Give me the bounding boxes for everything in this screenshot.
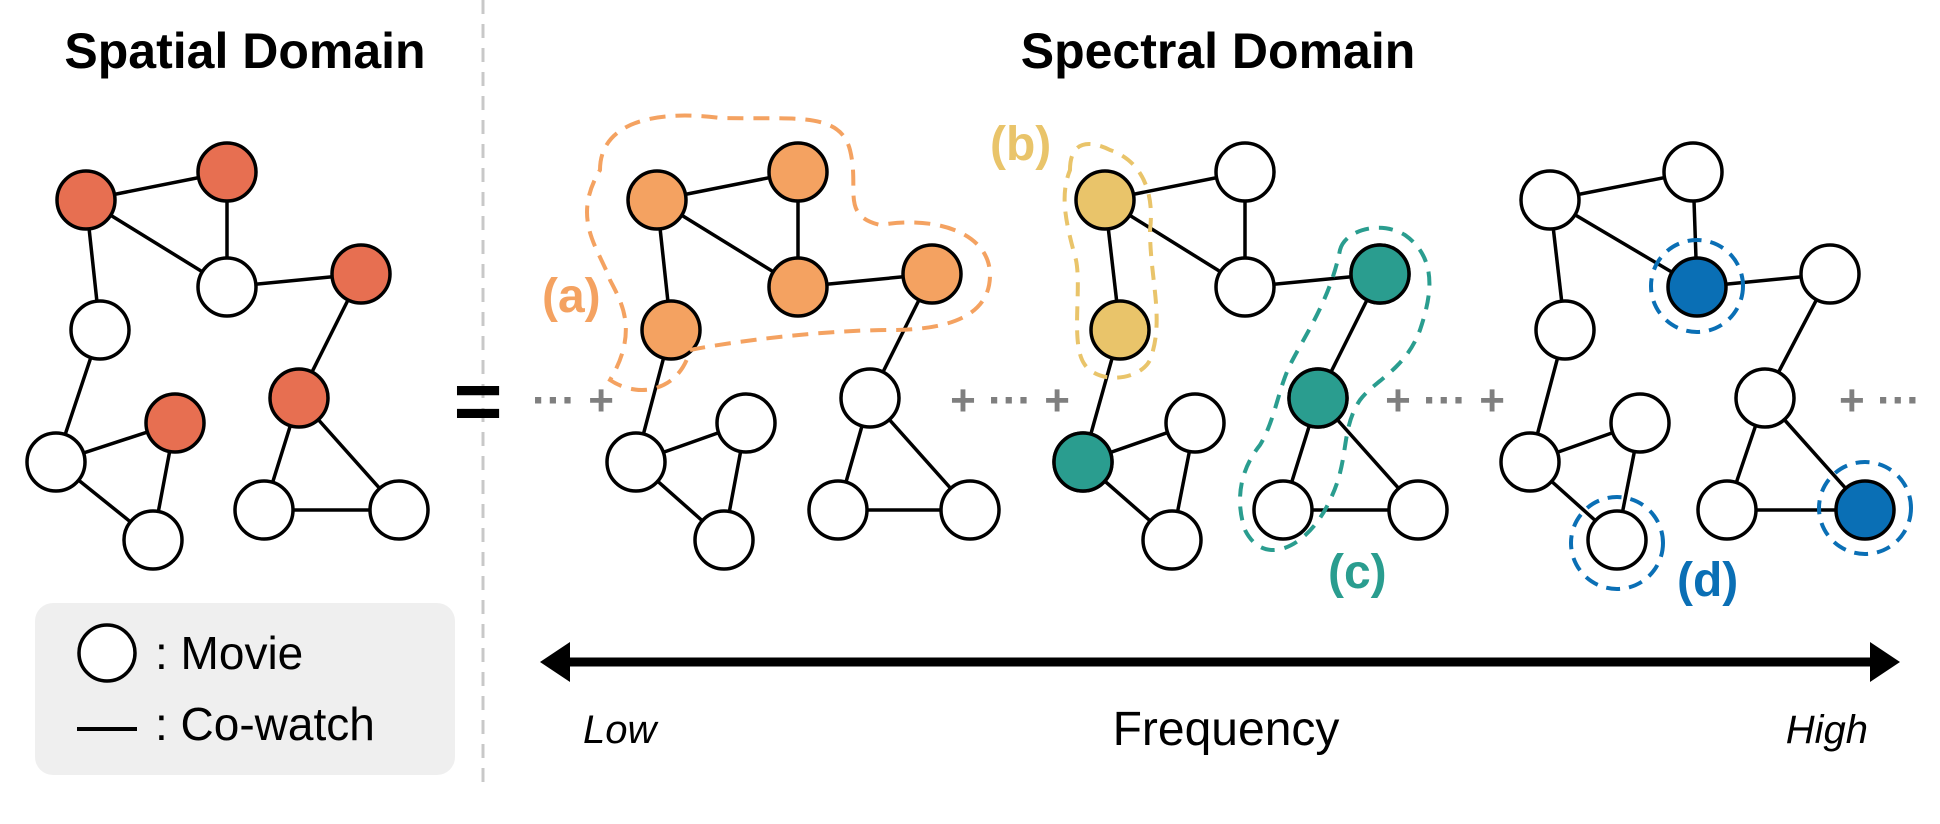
movie-node — [807, 479, 869, 541]
movie-node — [1214, 256, 1276, 318]
component-b-graph — [1052, 141, 1449, 571]
movie-node — [1499, 431, 1561, 493]
operator-4: + ··· — [1839, 376, 1921, 425]
movie-node — [839, 367, 901, 429]
component-a-graph — [605, 141, 1001, 571]
legend-movie-label: : Movie — [155, 627, 303, 679]
movie-node — [1387, 479, 1449, 541]
movie-node — [1534, 299, 1596, 361]
legend-box — [35, 603, 455, 775]
highlighted-movie-node — [767, 141, 829, 203]
movie-node — [693, 509, 755, 571]
movie-node — [605, 431, 667, 493]
frequency-low-label: Low — [583, 708, 659, 752]
component-d-ring-3 — [1817, 460, 1913, 556]
graphs-layer — [25, 141, 1896, 571]
frequency-axis-right-arrow — [1870, 642, 1900, 682]
spectral-domain-title: Spectral Domain — [1021, 23, 1416, 79]
movie-node — [1214, 141, 1276, 203]
legend-cowatch-label: : Co-watch — [155, 698, 375, 750]
movie-node — [1141, 509, 1203, 571]
movie-node — [1696, 479, 1758, 541]
movie-node — [233, 479, 295, 541]
highlighted-movie-node — [1834, 479, 1896, 541]
highlighted-movie-node — [640, 299, 702, 361]
highlighted-movie-node — [1052, 431, 1114, 493]
movie-node — [1734, 367, 1796, 429]
highlighted-movie-node — [196, 141, 258, 203]
highlighted-movie-node — [55, 169, 117, 231]
highlighted-movie-node — [626, 169, 688, 231]
spatial-graph — [25, 141, 430, 571]
tag-c: (c) — [1328, 546, 1387, 599]
highlighted-movie-node — [1089, 299, 1151, 361]
movie-node — [122, 509, 184, 571]
highlighted-movie-node — [1074, 169, 1136, 231]
highlighted-movie-node — [901, 243, 963, 305]
component-c-graph — [1052, 243, 1411, 493]
legend-movie-icon — [77, 623, 137, 683]
highlighted-movie-node — [268, 367, 330, 429]
movie-node — [1519, 169, 1581, 231]
tag-d: (d) — [1677, 554, 1738, 607]
movie-node — [368, 479, 430, 541]
movie-node — [1609, 392, 1671, 454]
movie-node — [1662, 141, 1724, 203]
movie-node — [1252, 479, 1314, 541]
operator-1: ··· + — [532, 376, 614, 425]
movie-node — [1799, 243, 1861, 305]
movie-node — [1164, 392, 1226, 454]
component-d-ring-2 — [1569, 495, 1665, 591]
movie-node — [939, 479, 1001, 541]
highlighted-movie-node — [144, 392, 206, 454]
component-a-outline — [585, 113, 993, 392]
highlighted-movie-node — [330, 243, 392, 305]
operator-3: + ··· + — [1385, 376, 1505, 425]
movie-node — [196, 256, 258, 318]
component-d-graph — [1499, 141, 1896, 571]
tag-b: (b) — [990, 118, 1051, 171]
movie-node — [715, 392, 777, 454]
frequency-high-label: High — [1786, 708, 1868, 752]
movie-node — [69, 299, 131, 361]
highlighted-movie-node — [1287, 367, 1349, 429]
tag-a: (a) — [542, 270, 601, 323]
movie-node — [1586, 509, 1648, 571]
component-b-outline — [1062, 142, 1159, 380]
equals-sign: = — [453, 354, 502, 448]
highlighted-movie-node — [1349, 243, 1411, 305]
frequency-axis-label: Frequency — [1113, 703, 1340, 756]
spatial-domain-title: Spatial Domain — [64, 23, 425, 79]
highlighted-movie-node — [1666, 256, 1728, 318]
frequency-axis-left-arrow — [540, 642, 570, 682]
component-c-outline — [1238, 225, 1432, 552]
component-d-ring-1 — [1649, 238, 1745, 334]
movie-node — [25, 431, 87, 493]
highlighted-movie-node — [767, 256, 829, 318]
operator-2: + ··· + — [950, 376, 1070, 425]
